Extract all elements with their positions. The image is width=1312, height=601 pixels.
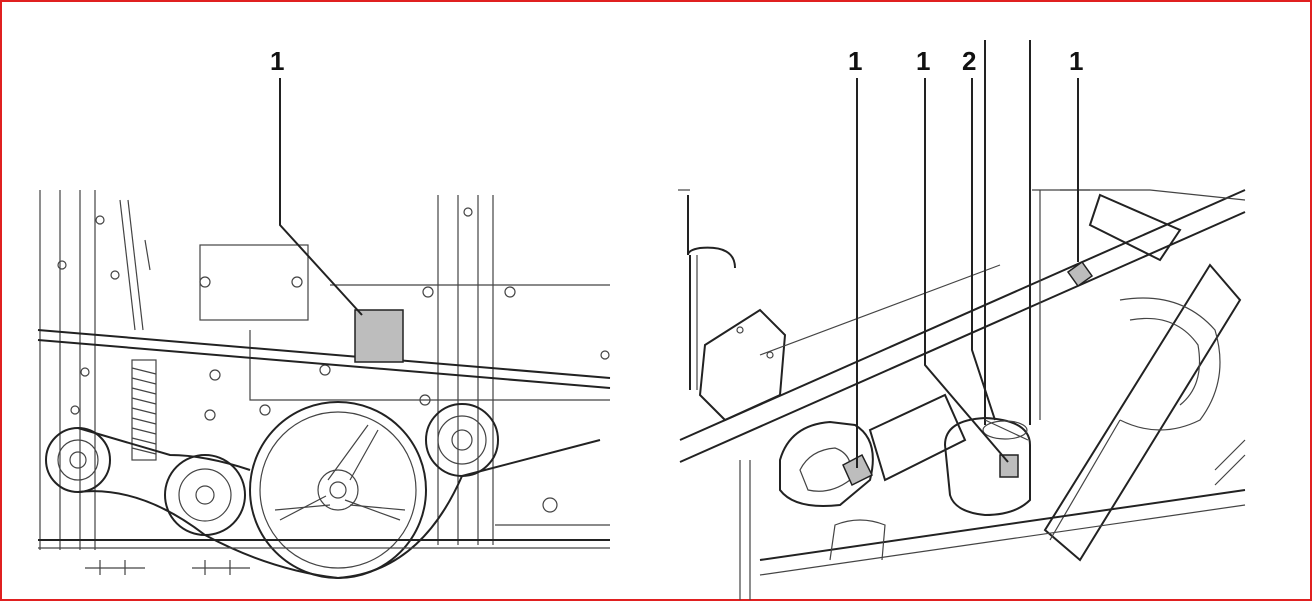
bolt bbox=[204, 409, 216, 421]
belt-guard bbox=[1049, 419, 1121, 541]
lower-frame bbox=[759, 489, 1246, 561]
bolt bbox=[80, 367, 90, 377]
diagonal-beam bbox=[759, 264, 1001, 356]
bolt bbox=[600, 350, 610, 360]
hook-rod bbox=[687, 195, 736, 269]
sensor-highlight bbox=[842, 453, 874, 487]
bracket bbox=[85, 560, 145, 575]
bolt bbox=[110, 270, 120, 280]
flywheel bbox=[1129, 317, 1201, 406]
callout-right-c: 2 bbox=[962, 46, 976, 76]
bolt bbox=[259, 404, 271, 416]
bolt bbox=[95, 215, 105, 225]
lower-frame bbox=[759, 504, 1246, 576]
sensor-highlight bbox=[999, 454, 1019, 478]
bolt bbox=[319, 364, 331, 376]
leader-line-right-b bbox=[924, 78, 1009, 463]
diagonal-beam bbox=[679, 211, 1246, 463]
bolt bbox=[504, 286, 516, 298]
bolt bbox=[422, 286, 434, 298]
tension-spring bbox=[119, 199, 157, 461]
bolt bbox=[766, 351, 774, 359]
leader-line-right-c bbox=[971, 78, 996, 421]
pulley-right bbox=[425, 403, 499, 477]
diagonal-beam bbox=[679, 189, 1246, 441]
drive-belt bbox=[77, 439, 601, 580]
lower-frame bbox=[1214, 439, 1246, 486]
belt-guard bbox=[1043, 263, 1242, 562]
pulley-small bbox=[164, 454, 246, 536]
bolt bbox=[57, 260, 67, 270]
drive-belt bbox=[77, 427, 251, 471]
bracket bbox=[192, 560, 250, 575]
diagonal-bar bbox=[37, 339, 611, 389]
callout-right-a: 1 bbox=[848, 46, 862, 76]
side-plate-edge bbox=[249, 330, 610, 401]
bolt bbox=[542, 497, 558, 513]
bolt bbox=[70, 405, 80, 415]
pulley-left bbox=[45, 427, 111, 493]
bolt bbox=[736, 326, 744, 334]
bolt bbox=[199, 276, 211, 288]
sensor-highlight bbox=[354, 309, 404, 363]
right-view: 1 1 2 1 bbox=[678, 40, 1246, 600]
leader-line-left-1 bbox=[279, 78, 363, 316]
coupling-housing bbox=[943, 416, 1031, 517]
sensor-highlight bbox=[1066, 260, 1094, 288]
bolt bbox=[419, 394, 431, 406]
diagonal-bar bbox=[37, 329, 611, 379]
motor-unit bbox=[779, 393, 967, 507]
upper-bracket bbox=[1088, 193, 1182, 262]
flywheel bbox=[1119, 297, 1221, 431]
upper-frame bbox=[1039, 189, 1246, 420]
callout-left-1: 1 bbox=[270, 46, 284, 76]
pulley-large-spoked bbox=[249, 401, 427, 579]
bolt bbox=[291, 276, 303, 288]
frame-posts bbox=[39, 190, 494, 550]
callout-right-d: 1 bbox=[1069, 46, 1083, 76]
left-view: 1 bbox=[37, 46, 611, 580]
lower-valve bbox=[829, 519, 886, 561]
control-box bbox=[698, 308, 787, 422]
bolt bbox=[463, 207, 473, 217]
callout-right-b: 1 bbox=[916, 46, 930, 76]
bolt bbox=[209, 369, 221, 381]
